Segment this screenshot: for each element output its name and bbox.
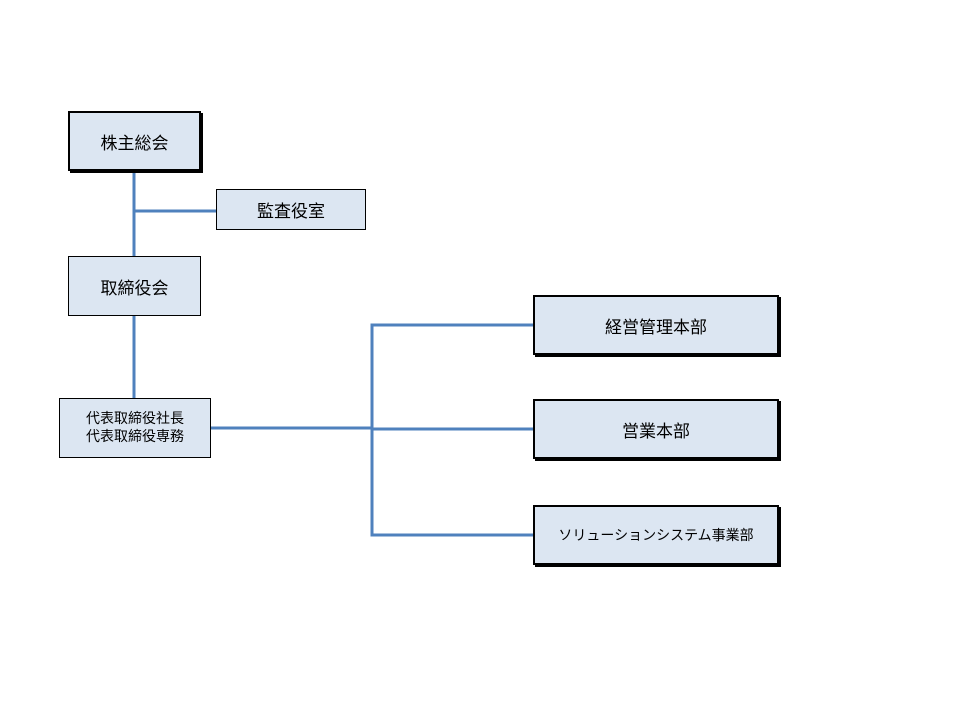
node-solution-system-division: ソリューションシステム事業部 <box>533 505 779 565</box>
node-audit-office: 監査役室 <box>216 189 366 230</box>
node-sales-division: 営業本部 <box>533 399 779 459</box>
node-label: 取締役会 <box>100 278 169 299</box>
node-label-line1: 代表取締役社長 <box>86 411 184 427</box>
node-representative-directors: 代表取締役社長 代表取締役専務 <box>59 398 211 458</box>
node-label: 営業本部 <box>622 421 690 442</box>
node-label: ソリューションシステム事業部 <box>558 528 754 544</box>
node-label: 経営管理本部 <box>605 317 707 338</box>
node-shareholders-meeting: 株主総会 <box>68 111 201 171</box>
node-label: 監査役室 <box>257 202 325 222</box>
node-board-of-directors: 取締役会 <box>68 256 201 316</box>
node-management-division: 経営管理本部 <box>533 295 779 355</box>
node-label-line2: 代表取締役専務 <box>86 429 184 445</box>
node-label: 株主総会 <box>100 133 169 154</box>
